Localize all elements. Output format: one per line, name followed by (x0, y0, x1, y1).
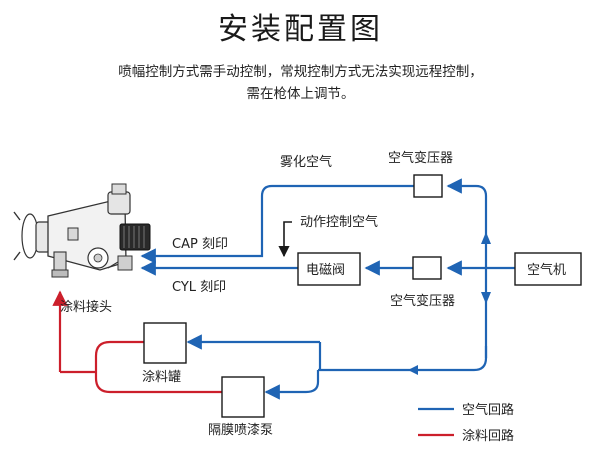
diaphragm-pump-box (221, 376, 265, 418)
cap-port-label: CAP 刻印 (172, 237, 228, 252)
legend-air-label: 空气回路 (462, 402, 514, 418)
compressor-box (514, 252, 582, 286)
compressor-label: 空气机 (527, 262, 566, 278)
regulator-bottom-label: 空气变压器 (390, 293, 455, 309)
legend-paint-label: 涂料回路 (462, 428, 514, 444)
paint-tank-box (143, 322, 187, 364)
legend: 空气回路 涂料回路 (418, 402, 514, 444)
solenoid-valve-box (297, 252, 361, 286)
description-line-2: 需在枪体上调节。 (246, 86, 355, 102)
regulator-top-box (413, 174, 443, 198)
regulator-top-label: 空气变压器 (388, 150, 453, 166)
paint-connector-label: 涂料接头 (60, 299, 112, 315)
cyl-port-label: CYL 刻印 (172, 280, 226, 295)
solenoid-valve-label: 电磁阀 (306, 263, 345, 278)
description-line-1: 喷幅控制方式需手动控制，常规控制方式无法实现远程控制， (118, 64, 483, 80)
spray-gun-icon (13, 183, 151, 278)
air-circuit (140, 178, 515, 400)
page-title: 安装配置图 (218, 12, 383, 47)
diaphragm-pump-label: 隔膜喷漆泵 (208, 422, 273, 438)
atomizing-air-label: 雾化空气 (280, 154, 332, 170)
action-control-arrow (278, 221, 292, 258)
regulator-bottom-box (412, 256, 442, 280)
paint-circuit (52, 290, 222, 394)
action-control-air-label: 动作控制空气 (300, 214, 378, 230)
paint-tank-label: 涂料罐 (142, 369, 181, 385)
